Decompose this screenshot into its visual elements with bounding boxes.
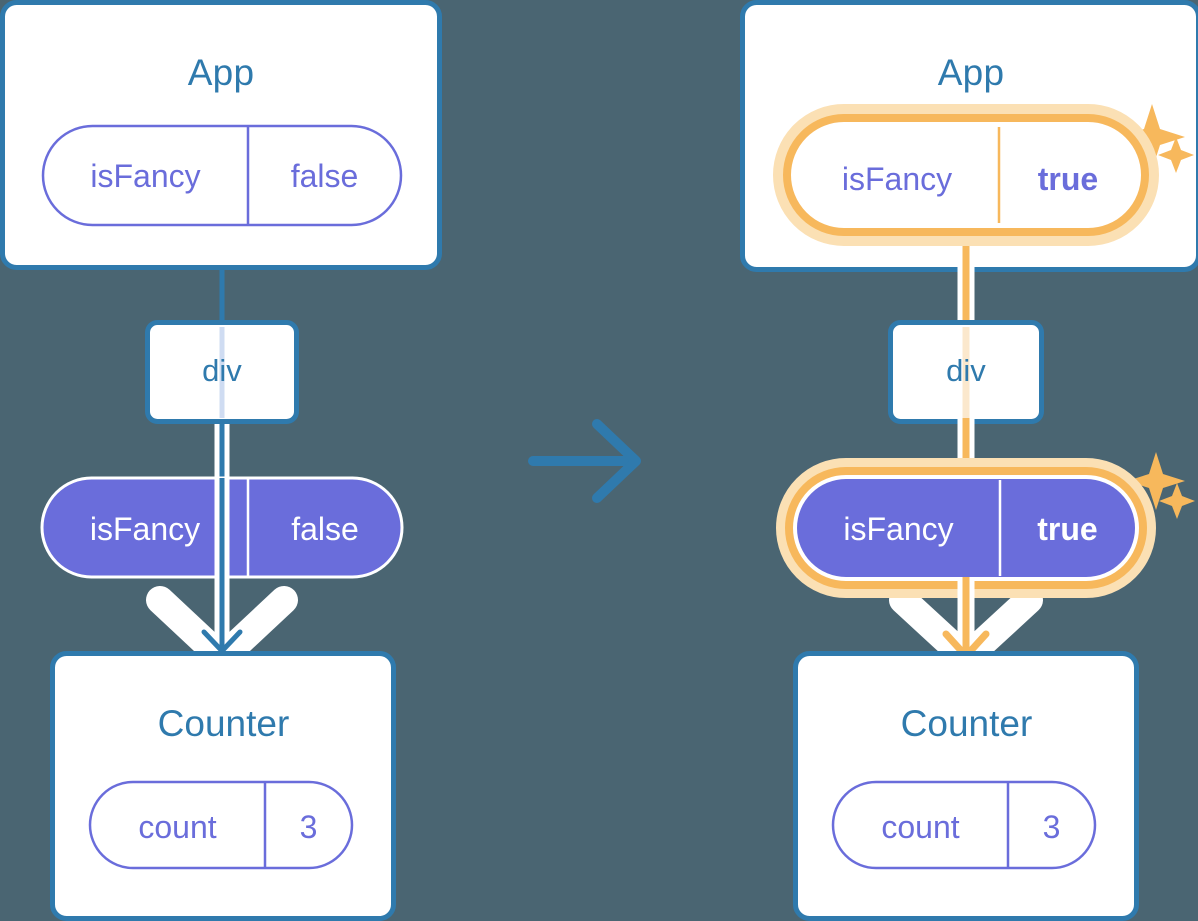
left-app-state-pill [41, 124, 403, 227]
right-app-sparkles-icon [1119, 104, 1194, 173]
transition-arrow-right-icon [528, 419, 641, 503]
right-app-state-pill [795, 126, 1137, 224]
right-props-pill [797, 479, 1135, 577]
right-counter-state-pill [831, 780, 1097, 870]
left-counter-state-pill [88, 780, 354, 870]
right-app-state-pill-glow [773, 104, 1159, 246]
right-props-sparkles-icon [1127, 452, 1195, 519]
